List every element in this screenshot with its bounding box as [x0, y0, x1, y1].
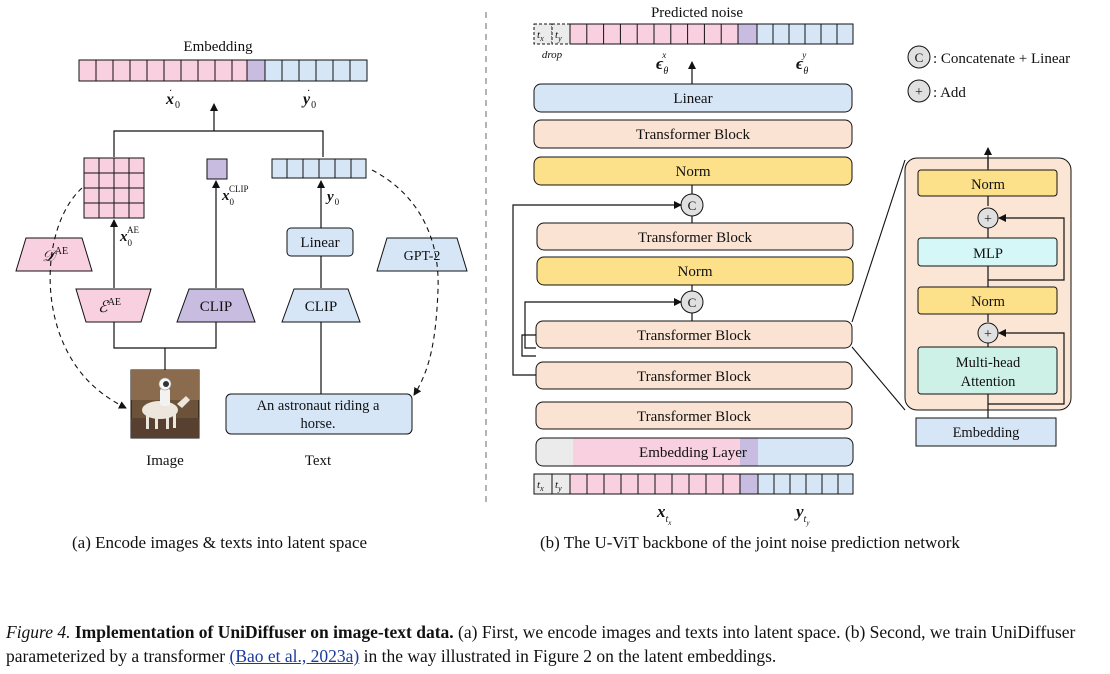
encoder-label: ℰAE — [98, 297, 121, 316]
left-panel-caption: (a) Encode images & texts into latent sp… — [72, 533, 368, 552]
drop-tx: tx — [537, 29, 544, 43]
text-input-box — [225, 393, 413, 435]
figure-text-b: in the way illustrated in Figure 2 on th… — [363, 646, 777, 666]
legend-concat-label: : Concatenate + Linear — [933, 51, 1070, 67]
input-tx: tx — [537, 479, 544, 493]
figure-label: Figure 4. — [6, 622, 71, 642]
top-bracket — [113, 130, 324, 157]
text-box-line2: horse. — [300, 416, 335, 432]
embedding-title: Embedding — [183, 39, 253, 55]
drop-label: drop — [542, 49, 563, 61]
detail-attention-line1: Multi-head — [956, 355, 1021, 371]
clip-text-label: CLIP — [305, 299, 338, 315]
predicted-noise-strip — [533, 23, 854, 45]
predicted-noise-title: Predicted noise — [651, 5, 743, 21]
legend-concat-symbol: C — [915, 50, 924, 65]
detail-attention-line2: Attention — [961, 374, 1017, 390]
skip-connection-inner-stub — [521, 334, 536, 357]
transformer-block-top — [533, 119, 853, 149]
linear-box — [286, 227, 354, 257]
left-panel: Embedding x0 y0 · · — [15, 39, 468, 469]
legend-add-symbol: + — [915, 85, 923, 100]
clip-image-trapezoid — [176, 288, 256, 323]
transformer-block-3-label: Transformer Block — [637, 328, 752, 344]
figure-caption: Figure 4. Implementation of UniDiffuser … — [6, 620, 1106, 668]
linear-block-label: Linear — [673, 91, 712, 107]
x0-dot: · — [169, 86, 172, 97]
x0-label: x0 — [165, 91, 180, 111]
clip-image-label: CLIP — [200, 299, 233, 315]
text-latent-strip — [271, 158, 367, 179]
norm-block-top-label: Norm — [676, 164, 711, 180]
transformer-block-2-label: Transformer Block — [638, 230, 753, 246]
detail-norm-top-label: Norm — [971, 177, 1006, 193]
zoom-line-bottom — [851, 346, 906, 411]
bottom-y-label: yty — [794, 502, 810, 527]
skip-connection-inner — [524, 298, 682, 349]
linear-label: Linear — [300, 235, 339, 251]
gpt2-trapezoid — [376, 237, 468, 272]
y0-mid-label: y0 — [325, 189, 340, 207]
linear-block — [533, 83, 853, 113]
gpt2-label: GPT-2 — [404, 249, 441, 264]
transformer-block-2 — [536, 222, 854, 251]
embedding-layer-label: Embedding Layer — [639, 445, 747, 461]
encoder-trapezoid — [75, 288, 152, 323]
image-branch-connector — [113, 322, 217, 349]
image-caption: Image — [146, 453, 184, 469]
figure-text-a: (a) First, we encode images and texts in… — [6, 622, 1076, 666]
citation-link[interactable]: (Bao et al., 2023a) — [229, 646, 360, 666]
concat-node-1-label: C — [688, 198, 697, 213]
concat-node-2-label: C — [688, 295, 697, 310]
zoom-line-top — [851, 159, 906, 323]
detail-embedding-label: Embedding — [953, 425, 1020, 441]
decoder-dashed-arrow — [49, 187, 127, 409]
right-panel-caption: (b) The U-ViT backbone of the joint nois… — [540, 533, 960, 552]
xclip-label: x0CLIP — [221, 184, 249, 207]
legend-add-icon — [907, 79, 931, 103]
norm-block-2 — [536, 256, 854, 286]
norm-block-2-label: Norm — [678, 264, 713, 280]
input-strip — [533, 473, 854, 495]
y0-dot: · — [307, 86, 310, 97]
astronaut-image — [130, 369, 200, 439]
detail-add-node-1-label: + — [984, 212, 992, 227]
transformer-block-top-label: Transformer Block — [636, 127, 751, 143]
bottom-x-label: xtx — [656, 502, 672, 527]
transformer-block-4-label: Transformer Block — [637, 369, 752, 385]
skip-connection-outer — [512, 201, 682, 376]
clip-latent-square — [206, 158, 228, 180]
right-panel: Predicted noise tx ty drop ϵθx — [512, 5, 1072, 527]
decoder-label: 𝒟AE — [42, 246, 68, 265]
text-box-line1: An astronaut riding a — [257, 398, 380, 414]
detail-mlp-label: MLP — [973, 246, 1003, 262]
embedding-layer — [535, 437, 854, 467]
legend-concat-icon — [907, 45, 931, 69]
text-caption: Text — [305, 453, 332, 469]
input-ty: ty — [555, 479, 562, 493]
detail-residual-2 — [988, 329, 1065, 405]
drop-ty: ty — [555, 29, 562, 43]
transformer-block-5-label: Transformer Block — [637, 409, 752, 425]
y0-label: y0 — [301, 91, 316, 111]
legend-add-label: : Add — [933, 85, 966, 101]
detail-residual-1 — [988, 214, 1065, 281]
eps-y-label: ϵθy — [796, 50, 808, 77]
gpt2-dashed-arrow — [371, 169, 439, 396]
xae-label: x0AE — [119, 225, 139, 248]
detail-add-node-2-label: + — [984, 327, 992, 342]
embedding-strip — [78, 59, 368, 82]
image-latent-grid — [83, 157, 145, 219]
figure-title: Implementation of UniDiffuser on image-t… — [74, 622, 454, 642]
detail-embedding — [915, 417, 1057, 447]
transformer-block-5 — [535, 401, 853, 430]
decoder-trapezoid — [15, 237, 93, 272]
clip-text-trapezoid — [281, 288, 361, 323]
detail-norm-bottom-label: Norm — [971, 294, 1006, 310]
eps-x-label: ϵθx — [656, 50, 668, 77]
norm-block-top — [533, 156, 853, 186]
